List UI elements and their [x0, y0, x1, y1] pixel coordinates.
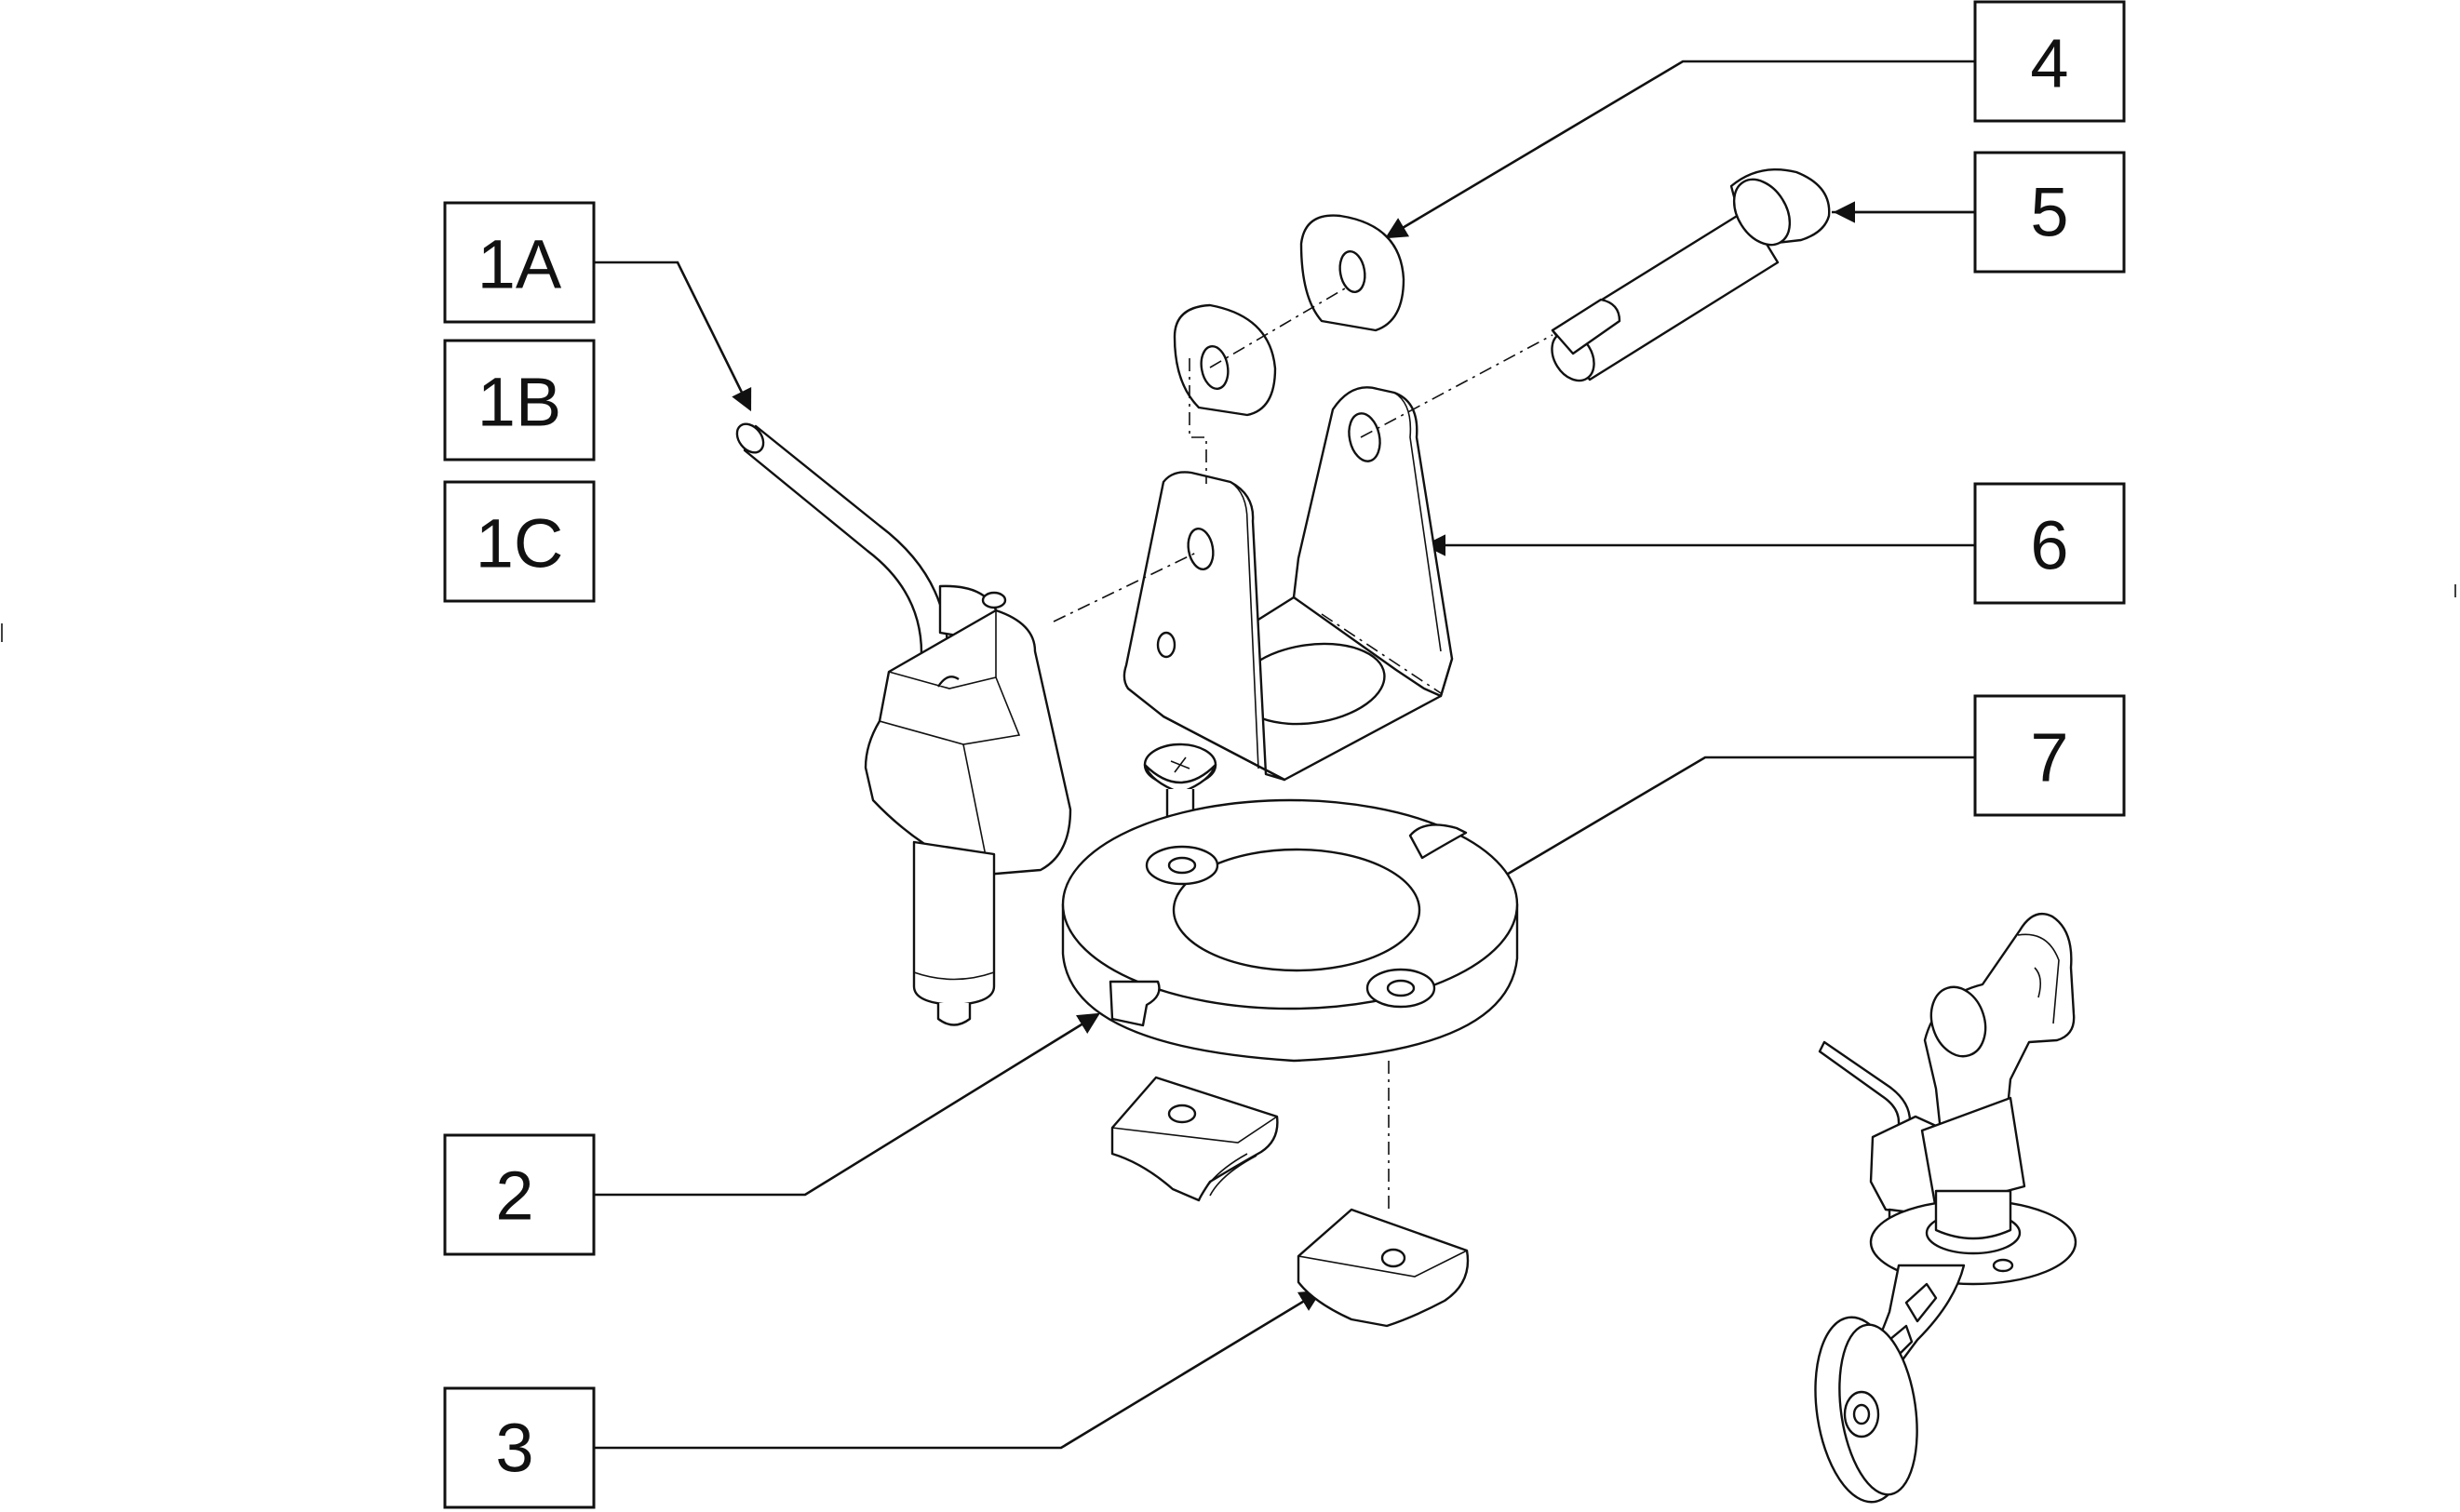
alignment-lines [1053, 288, 1553, 1210]
washer-rear [1299, 214, 1405, 332]
assembled-caster-wheel [1814, 912, 2077, 1504]
wedge-block-lower [1297, 1208, 1470, 1328]
callout-label-1B: 1B [477, 364, 562, 441]
callout-label-1A: 1A [477, 226, 562, 303]
callout-2: 2 [443, 1133, 596, 1256]
callout-4: 4 [1973, 0, 2126, 123]
callout-3: 3 [443, 1386, 596, 1509]
leader-1A [594, 261, 752, 412]
callout-label-1C: 1C [476, 505, 564, 582]
callout-label-2: 2 [495, 1157, 533, 1235]
shoulder-bolt [1551, 168, 1831, 382]
callout-label-7: 7 [2030, 719, 2068, 796]
leader-4 [1384, 60, 1975, 239]
leader-3 [594, 1290, 1323, 1450]
callout-7: 7 [1973, 694, 2126, 817]
callout-label-5: 5 [2030, 174, 2068, 251]
callout-label-3: 3 [495, 1410, 533, 1487]
callout-label-6: 6 [2030, 507, 2068, 584]
edge-ticks [1, 584, 2456, 642]
u-bracket [1122, 386, 1454, 782]
leader-2 [594, 1012, 1100, 1197]
callout-6: 6 [1973, 482, 2126, 605]
callout-1A: 1A [443, 201, 596, 324]
callout-5: 5 [1973, 151, 2126, 274]
washer-front [1173, 303, 1277, 417]
lock-lever-pin [735, 422, 1072, 1026]
mounting-disc [1061, 798, 1519, 1063]
callout-1B: 1B [443, 339, 596, 462]
callout-1C: 1C [443, 480, 596, 603]
callout-label-4: 4 [2030, 25, 2068, 102]
wedge-block-upper [1110, 1076, 1279, 1202]
